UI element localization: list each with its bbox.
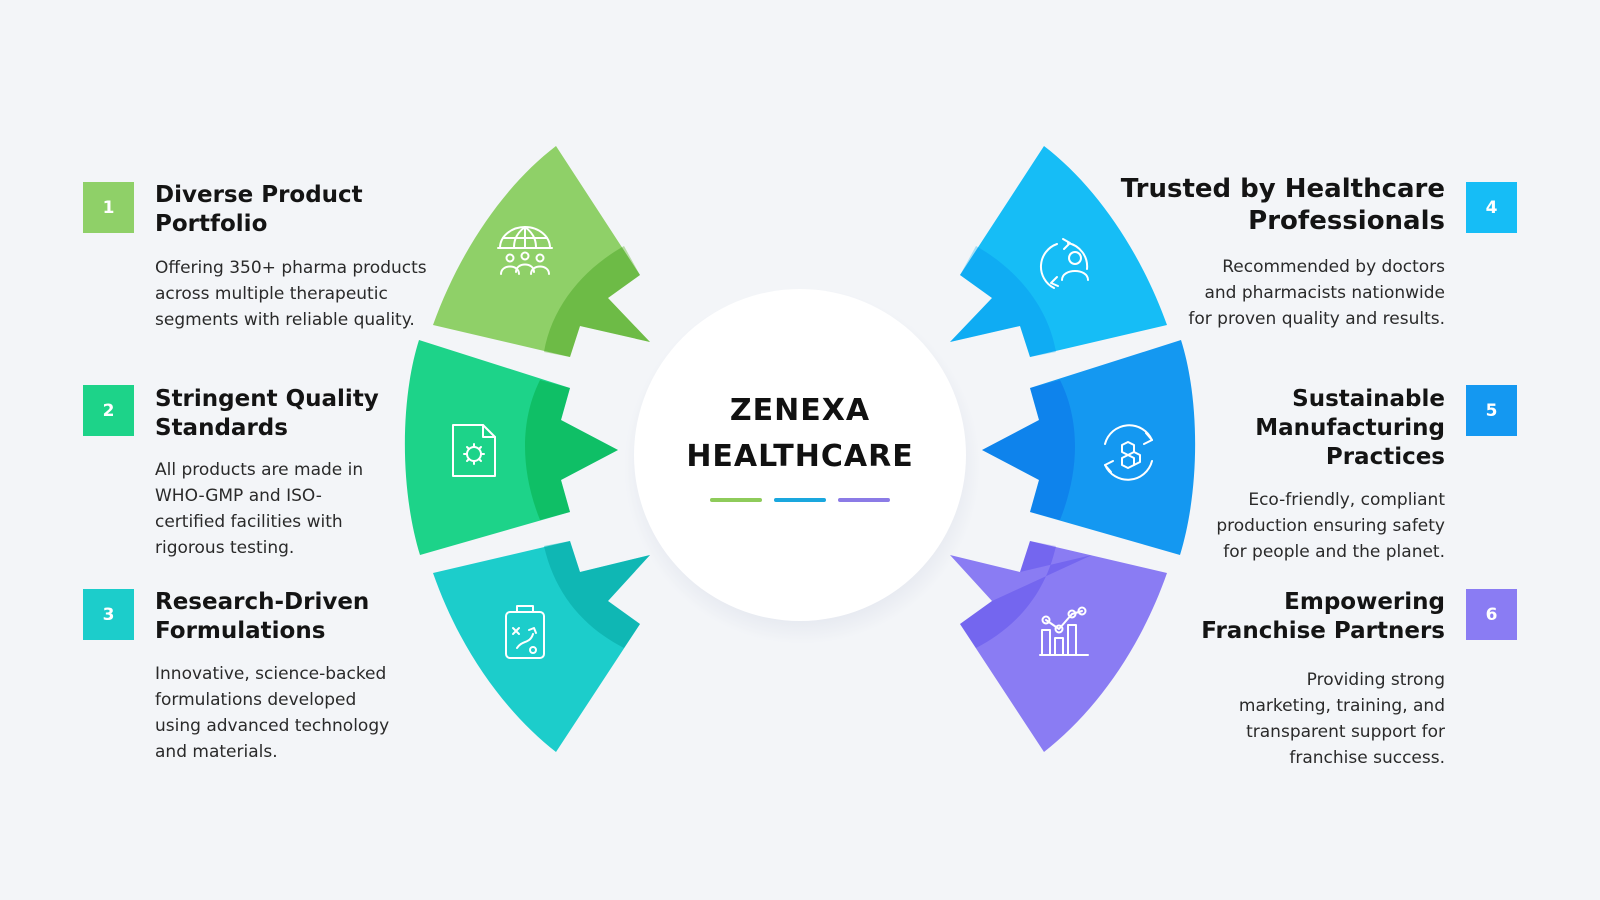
accent-dash-blue — [774, 498, 826, 502]
item-title-4: Trusted by Healthcare Professionals — [1120, 174, 1445, 236]
right-wing — [950, 146, 1196, 752]
petal-4-shade — [950, 246, 1056, 357]
number-badge-6: 6 — [1466, 589, 1517, 640]
strategy-clipboard-icon — [505, 605, 545, 659]
number-badge-1: 1 — [83, 182, 134, 233]
number-badge-4: 4 — [1466, 182, 1517, 233]
certified-document-icon — [452, 424, 496, 477]
molecule-cycle-icon — [1104, 424, 1153, 481]
globe-people-icon — [497, 226, 553, 275]
left-wing — [404, 146, 650, 752]
item-text-4: Recommended by doctors and pharmacists n… — [1188, 257, 1445, 329]
petal-6 — [950, 541, 1167, 752]
item-text-6: Providing strong marketing, training, an… — [1238, 670, 1445, 768]
person-refresh-icon — [1040, 238, 1089, 289]
item-text-3: Innovative, science-backed formulations … — [155, 664, 390, 762]
petal-6-shade — [960, 541, 1092, 648]
petal-2-shade — [525, 380, 618, 520]
center-title-line2: HEALTHCARE — [686, 439, 914, 474]
petal-1-shade — [544, 246, 650, 357]
item-title-5: Sustainable Manufacturing Practices — [1255, 386, 1445, 470]
item-title-6: Empowering Franchise Partners — [1201, 589, 1445, 644]
accent-dash-purple — [838, 498, 890, 502]
item-title-1: Diverse Product Portfolio — [155, 182, 363, 237]
item-title-2: Stringent Quality Standards — [155, 386, 379, 441]
petal-5-shade — [982, 380, 1075, 520]
accent-dash-green — [710, 498, 762, 502]
item-text-1: Offering 350+ pharma products across mul… — [155, 258, 427, 330]
item-title-3: Research-Driven Formulations — [155, 589, 370, 644]
petal-3-shade — [544, 541, 650, 648]
growth-chart-icon — [1039, 606, 1089, 656]
center-title-line1: ZENEXA — [729, 393, 871, 428]
number-badge-3: 3 — [83, 589, 134, 640]
center-circle — [634, 289, 966, 621]
number-badge-5: 5 — [1466, 385, 1517, 436]
item-text-5: Eco-friendly, compliant production ensur… — [1216, 490, 1445, 562]
number-badge-2: 2 — [83, 385, 134, 436]
item-text-2: All products are made in WHO-GMP and ISO… — [155, 460, 364, 558]
center-title: ZENEXA HEALTHCARE — [650, 388, 950, 480]
